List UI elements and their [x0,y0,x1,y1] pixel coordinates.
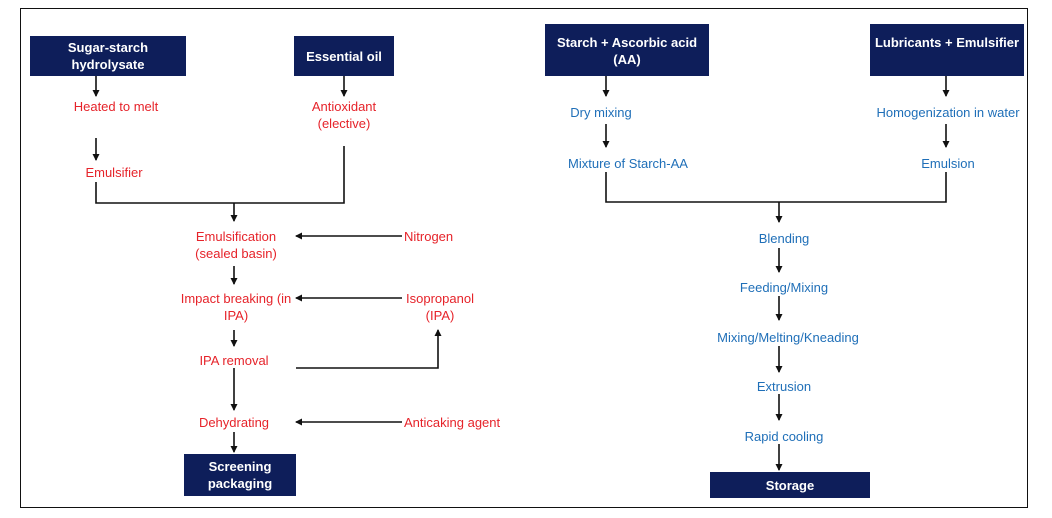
merge-line-left [95,146,345,204]
step-antioxidant: Antioxidant (elective) [311,99,377,131]
step-emulsifier: Emulsifier [85,165,143,180]
step-extrusion: Extrusion [756,379,812,394]
step-dry-mixing: Dry mixing [570,105,632,120]
box-sugar-starch: Sugar-starch hydrolysate [30,36,186,76]
step-rapid-cooling: Rapid cooling [744,429,824,444]
input-nitrogen: Nitrogen [404,229,454,244]
step-homogenization: Homogenization in water [876,105,1020,120]
box-storage: Storage [710,472,870,498]
step-mixture-starch-aa: Mixture of Starch-AA [568,156,688,171]
box-lubricants-emulsifier: Lubricants + Emulsifier [870,24,1024,76]
step-emulsification: Emulsification (sealed basin) [195,229,277,261]
input-isopropanol: Isopropanol (IPA) [406,291,474,323]
box-essential-oil: Essential oil [294,36,394,76]
step-blending: Blending [758,231,810,246]
step-impact-breaking: Impact breaking (in IPA) [180,291,292,323]
step-mixing-melting-kneading: Mixing/Melting/Kneading [717,330,859,345]
step-emulsion: Emulsion [921,156,975,171]
merge-line-right [605,172,947,203]
arrow-ipa-recycle [296,329,442,369]
input-anticaking-agent: Anticaking agent [404,415,501,430]
box-starch-ascorbic-acid: Starch + Ascorbic acid (AA) [545,24,709,76]
step-ipa-removal: IPA removal [199,353,269,368]
step-feeding-mixing: Feeding/Mixing [739,280,829,295]
diagram-frame [20,8,1028,508]
box-screening-packaging: Screening packaging [184,454,296,496]
step-heated-to-melt: Heated to melt [73,99,159,114]
step-dehydrating: Dehydrating [198,415,270,430]
